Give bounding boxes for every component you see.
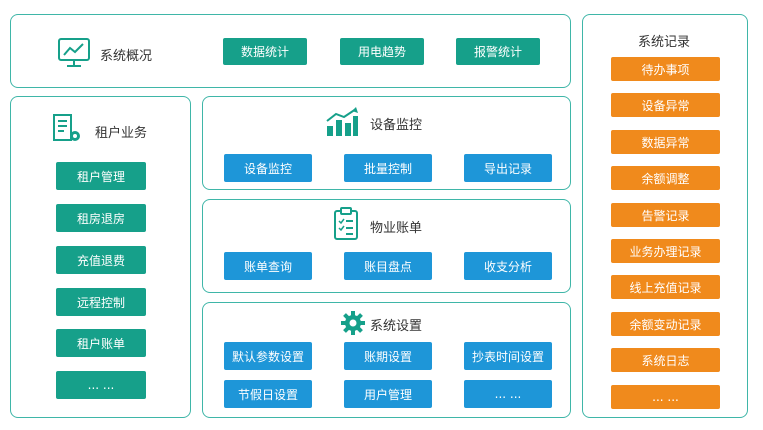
records-panel: 系统记录 待办事项 设备异常 数据异常 余额调整 告警记录 业务办理记录 线上充… <box>582 14 748 418</box>
power-trend-button[interactable]: 用电趋势 <box>340 38 424 65</box>
clipboard-list-icon <box>333 207 359 241</box>
property-title: 物业账单 <box>370 221 423 236</box>
remote-control-button[interactable]: 远程控制 <box>56 288 146 316</box>
tenant-panel: 租户业务 租户管理 租房退房 充值退费 远程控制 租户账单 ... ... <box>10 96 191 418</box>
recharge-refund-button[interactable]: 充值退费 <box>56 246 146 274</box>
holiday-settings-button[interactable]: 节假日设置 <box>224 380 312 408</box>
records-more-button[interactable]: ... ... <box>611 385 720 409</box>
balance-change-button[interactable]: 余额变动记录 <box>611 312 720 336</box>
alarm-stats-button[interactable]: 报警统计 <box>456 38 540 65</box>
tenant-more-button[interactable]: ... ... <box>56 371 146 399</box>
bill-query-button[interactable]: 账单查询 <box>224 252 312 280</box>
data-stats-button[interactable]: 数据统计 <box>223 38 307 65</box>
settings-title: 系统设置 <box>370 319 423 334</box>
property-panel: 物业账单 账单查询 账目盘点 收支分析 <box>202 199 571 293</box>
tenant-manage-button[interactable]: 租户管理 <box>56 162 146 190</box>
tenant-title: 租户业务 <box>95 126 148 141</box>
meter-time-button[interactable]: 抄表时间设置 <box>464 342 552 370</box>
income-analysis-button[interactable]: 收支分析 <box>464 252 552 280</box>
alarm-record-button[interactable]: 告警记录 <box>611 203 720 227</box>
data-abnormal-button[interactable]: 数据异常 <box>611 130 720 154</box>
export-record-button[interactable]: 导出记录 <box>464 154 552 182</box>
device-panel: 设备监控 设备监控 批量控制 导出记录 <box>202 96 571 190</box>
settings-more-button[interactable]: ... ... <box>464 380 552 408</box>
overview-title: 系统概况 <box>100 49 153 64</box>
settings-panel: 系统设置 默认参数设置 账期设置 抄表时间设置 节假日设置 用户管理 ... .… <box>202 302 571 418</box>
device-title: 设备监控 <box>370 118 423 133</box>
gear-icon <box>341 311 365 335</box>
account-check-button[interactable]: 账目盘点 <box>344 252 432 280</box>
todo-button[interactable]: 待办事项 <box>611 57 720 81</box>
bar-chart-growth-icon <box>325 107 359 137</box>
tenant-bill-button[interactable]: 租户账单 <box>56 329 146 357</box>
system-log-button[interactable]: 系统日志 <box>611 348 720 372</box>
user-manage-button[interactable]: 用户管理 <box>344 380 432 408</box>
device-monitor-button[interactable]: 设备监控 <box>224 154 312 182</box>
rent-checkout-button[interactable]: 租房退房 <box>56 204 146 232</box>
online-recharge-button[interactable]: 线上充值记录 <box>611 275 720 299</box>
records-title: 系统记录 <box>638 35 691 50</box>
batch-control-button[interactable]: 批量控制 <box>344 154 432 182</box>
dashboard-chart-icon <box>57 37 91 69</box>
business-record-button[interactable]: 业务办理记录 <box>611 239 720 263</box>
overview-panel: 系统概况 数据统计 用电趋势 报警统计 <box>10 14 571 88</box>
default-params-button[interactable]: 默认参数设置 <box>224 342 312 370</box>
balance-adjust-button[interactable]: 余额调整 <box>611 166 720 190</box>
billing-period-button[interactable]: 账期设置 <box>344 342 432 370</box>
device-abnormal-button[interactable]: 设备异常 <box>611 93 720 117</box>
building-gear-icon <box>51 112 83 144</box>
